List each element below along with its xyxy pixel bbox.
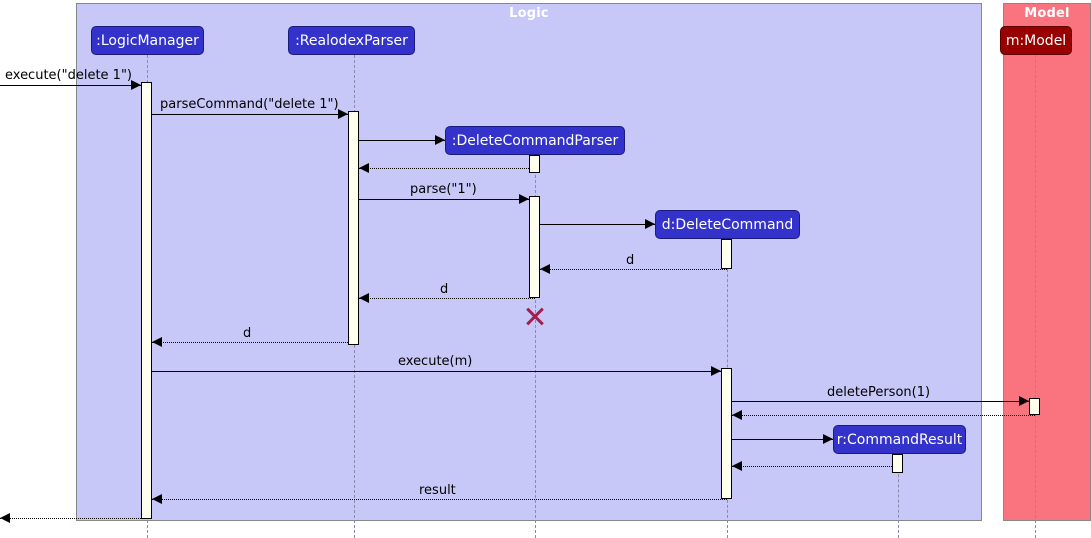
msg-return-d-to-logic-manager-label: d [243, 326, 252, 341]
msg-return-to-caller-arrowhead [0, 513, 10, 523]
lifeline-model-object [1035, 55, 1036, 538]
msg-create-delete-command-line [540, 224, 655, 225]
participant-realodex-parser[interactable]: :RealodexParser [288, 26, 415, 55]
msg-execute-delete-1-arrowhead [131, 80, 141, 90]
participant-delete-command-parser[interactable]: :DeleteCommandParser [445, 126, 625, 155]
participant-label-delete-command: d:DeleteCommand [661, 216, 794, 233]
msg-return-delete-command-parser-line [359, 168, 535, 169]
msg-parse-command-label: parseCommand("delete 1") [160, 97, 339, 112]
act-delete-command-execute [721, 368, 732, 499]
msg-create-delete-command-parser-line [359, 140, 445, 141]
msg-create-delete-command-parser-arrowhead [435, 135, 445, 145]
participant-logic-manager[interactable]: :LogicManager [91, 26, 204, 55]
msg-delete-person-1-label: deletePerson(1) [827, 385, 931, 400]
lifeline-delete-command-parser [535, 155, 536, 538]
panel-title-model: Model [1024, 6, 1070, 21]
msg-execute-m-arrowhead [711, 366, 721, 376]
act-realodex-parser [348, 111, 359, 345]
msg-execute-delete-1-line [0, 85, 141, 86]
panel-title-logic: Logic [509, 6, 549, 21]
participant-label-realodex-parser: :RealodexParser [295, 32, 408, 49]
msg-create-command-result-arrowhead [823, 434, 833, 444]
msg-return-to-caller-line [0, 518, 141, 519]
destroy-delete-command-parser [524, 304, 546, 326]
act-delete-command-parser-create [529, 155, 540, 173]
lifeline-command-result [898, 454, 899, 538]
msg-return-d-to-parser-label: d [626, 253, 635, 268]
msg-return-d-to-logic-manager-line [152, 342, 354, 343]
msg-return-command-result-arrowhead [732, 461, 742, 471]
act-command-result-create [892, 454, 903, 473]
msg-execute-m-line [152, 371, 721, 372]
msg-parse-1-label: parse("1") [410, 182, 477, 197]
msg-return-d-to-logic-manager-arrowhead [152, 337, 162, 347]
msg-result-line [152, 499, 727, 500]
act-model [1029, 398, 1040, 415]
msg-parse-command-line [152, 114, 348, 115]
act-delete-command-create [721, 239, 732, 269]
msg-execute-delete-1-label: execute("delete 1") [5, 68, 133, 83]
participant-label-delete-command-parser: :DeleteCommandParser [451, 132, 619, 149]
participant-label-model-object: m:Model [1005, 32, 1067, 49]
msg-delete-person-1-line [732, 401, 1029, 402]
participant-label-logic-manager: :LogicManager [96, 32, 199, 49]
msg-return-d-to-realodex-arrowhead [359, 293, 369, 303]
msg-delete-person-1-arrowhead [1019, 396, 1029, 406]
panel-model: Model [1003, 3, 1091, 521]
participant-command-result[interactable]: r:CommandResult [833, 425, 966, 454]
msg-execute-m-label: execute(m) [398, 354, 473, 369]
msg-return-d-to-parser-line [540, 269, 727, 270]
msg-parse-1-arrowhead [519, 194, 529, 204]
msg-parse-1-line [359, 199, 529, 200]
participant-model-object[interactable]: m:Model [1000, 26, 1072, 55]
act-delete-command-parser-parse [529, 196, 540, 298]
msg-create-delete-command-arrowhead [645, 219, 655, 229]
participant-delete-command[interactable]: d:DeleteCommand [655, 210, 800, 239]
msg-return-model-arrowhead [732, 410, 742, 420]
msg-return-model-line [732, 415, 1035, 416]
msg-return-d-to-parser-arrowhead [540, 264, 550, 274]
msg-result-label: result [419, 483, 456, 498]
msg-return-delete-command-parser-arrowhead [359, 163, 369, 173]
msg-parse-command-arrowhead [338, 109, 348, 119]
participant-label-command-result: r:CommandResult [836, 431, 963, 448]
act-logic-manager [141, 82, 152, 519]
msg-create-command-result-line [732, 439, 833, 440]
msg-result-arrowhead [152, 494, 162, 504]
msg-return-d-to-realodex-line [359, 298, 535, 299]
msg-return-command-result-line [732, 466, 898, 467]
msg-return-d-to-realodex-label: d [440, 282, 449, 297]
